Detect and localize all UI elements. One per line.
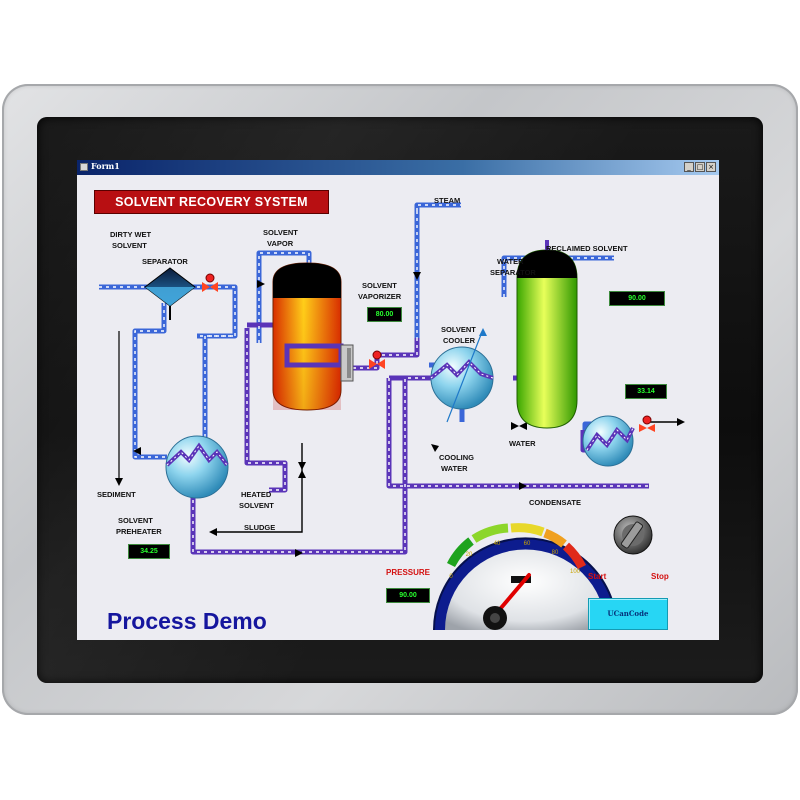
water-separator-tank [516,240,578,429]
solvent-preheater-exchanger [165,435,229,499]
label-steam: STEAM [434,196,461,205]
label-water-separator-2: SEPARATOR [490,268,536,277]
vaporizer-readout: 80.00 [367,307,402,322]
minimize-button[interactable]: _ [684,162,694,172]
label-solvent-vapor: SOLVENT [263,228,298,237]
label-solvent-vaporizer: SOLVENT [362,281,397,290]
label-solvent-vapor-2: VAPOR [267,239,294,248]
pressure-label: PRESSURE [386,568,431,577]
gauge-tick-100: 100 [570,569,581,575]
gauge-tick-20: 20 [466,552,473,558]
reclaimed-solvent-readout: 90.00 [609,291,665,306]
process-demo-title: Process Demo [107,608,267,634]
preheater-readout: 34.25 [128,544,170,559]
label-solvent-preheater-2: PREHEATER [116,527,162,536]
maximize-button[interactable]: □ [695,162,705,172]
ucancode-button[interactable]: UCanCode [588,598,668,630]
label-water-separator: WATER [497,257,524,266]
gauge-tick-80: 80 [552,550,559,556]
cooler-readout: 33.14 [625,384,667,399]
pressure-readout: 90.00 [386,588,430,603]
gauge-tick-0: 0 [449,574,453,580]
label-sediment: SEDIMENT [97,490,136,499]
label-cooling-water: COOLING [439,453,474,462]
separator-unit [144,267,196,320]
label-separator: SEPARATOR [142,257,188,266]
label-condensate: CONDENSATE [529,498,581,507]
valves [202,273,655,478]
system-title-banner: SOLVENT RECOVERY SYSTEM [94,190,329,214]
label-sludge: SLUDGE [244,523,276,532]
start-label[interactable]: Start [588,572,607,581]
close-button[interactable]: × [706,162,716,172]
label-heated-solvent: HEATED [241,490,272,499]
solvent-cooler-exchanger [429,328,494,423]
label-solvent-preheater: SOLVENT [118,516,153,525]
gauge-tick-40: 40 [494,541,501,547]
window-title: Form1 [91,161,120,171]
final-cooler-exchanger [582,415,635,467]
hmi-screen: Form1 _ □ × [77,160,719,640]
label-solvent-cooler: SOLVENT [441,325,476,334]
label-dirty-wet-solvent-2: SOLVENT [112,241,147,250]
pipes-purple [190,322,649,555]
label-solvent-cooler-2: COOLER [443,336,476,345]
label-cooling-water-2: WATER [441,464,468,473]
window-titlebar: Form1 _ □ × [77,160,719,175]
label-dirty-wet-solvent: DIRTY WET [110,230,152,239]
pressure-gauge [433,523,618,631]
label-heated-solvent-2: SOLVENT [239,501,274,510]
app-icon [80,163,88,171]
gauge-tick-60: 60 [524,541,531,547]
solvent-vaporizer [272,262,354,411]
label-water: WATER [509,439,536,448]
process-diagram: 0 20 40 60 80 100 [99,202,685,631]
gauge-tick-labels: 0 20 40 60 80 100 [449,541,580,580]
label-solvent-vaporizer-2: VAPORIZER [358,292,402,301]
stop-label[interactable]: Stop [651,572,669,581]
label-reclaimed-solvent: RECLAIMED SOLVENT [546,244,628,253]
window-controls: _ □ × [684,162,716,172]
start-stop-knob [613,515,653,555]
